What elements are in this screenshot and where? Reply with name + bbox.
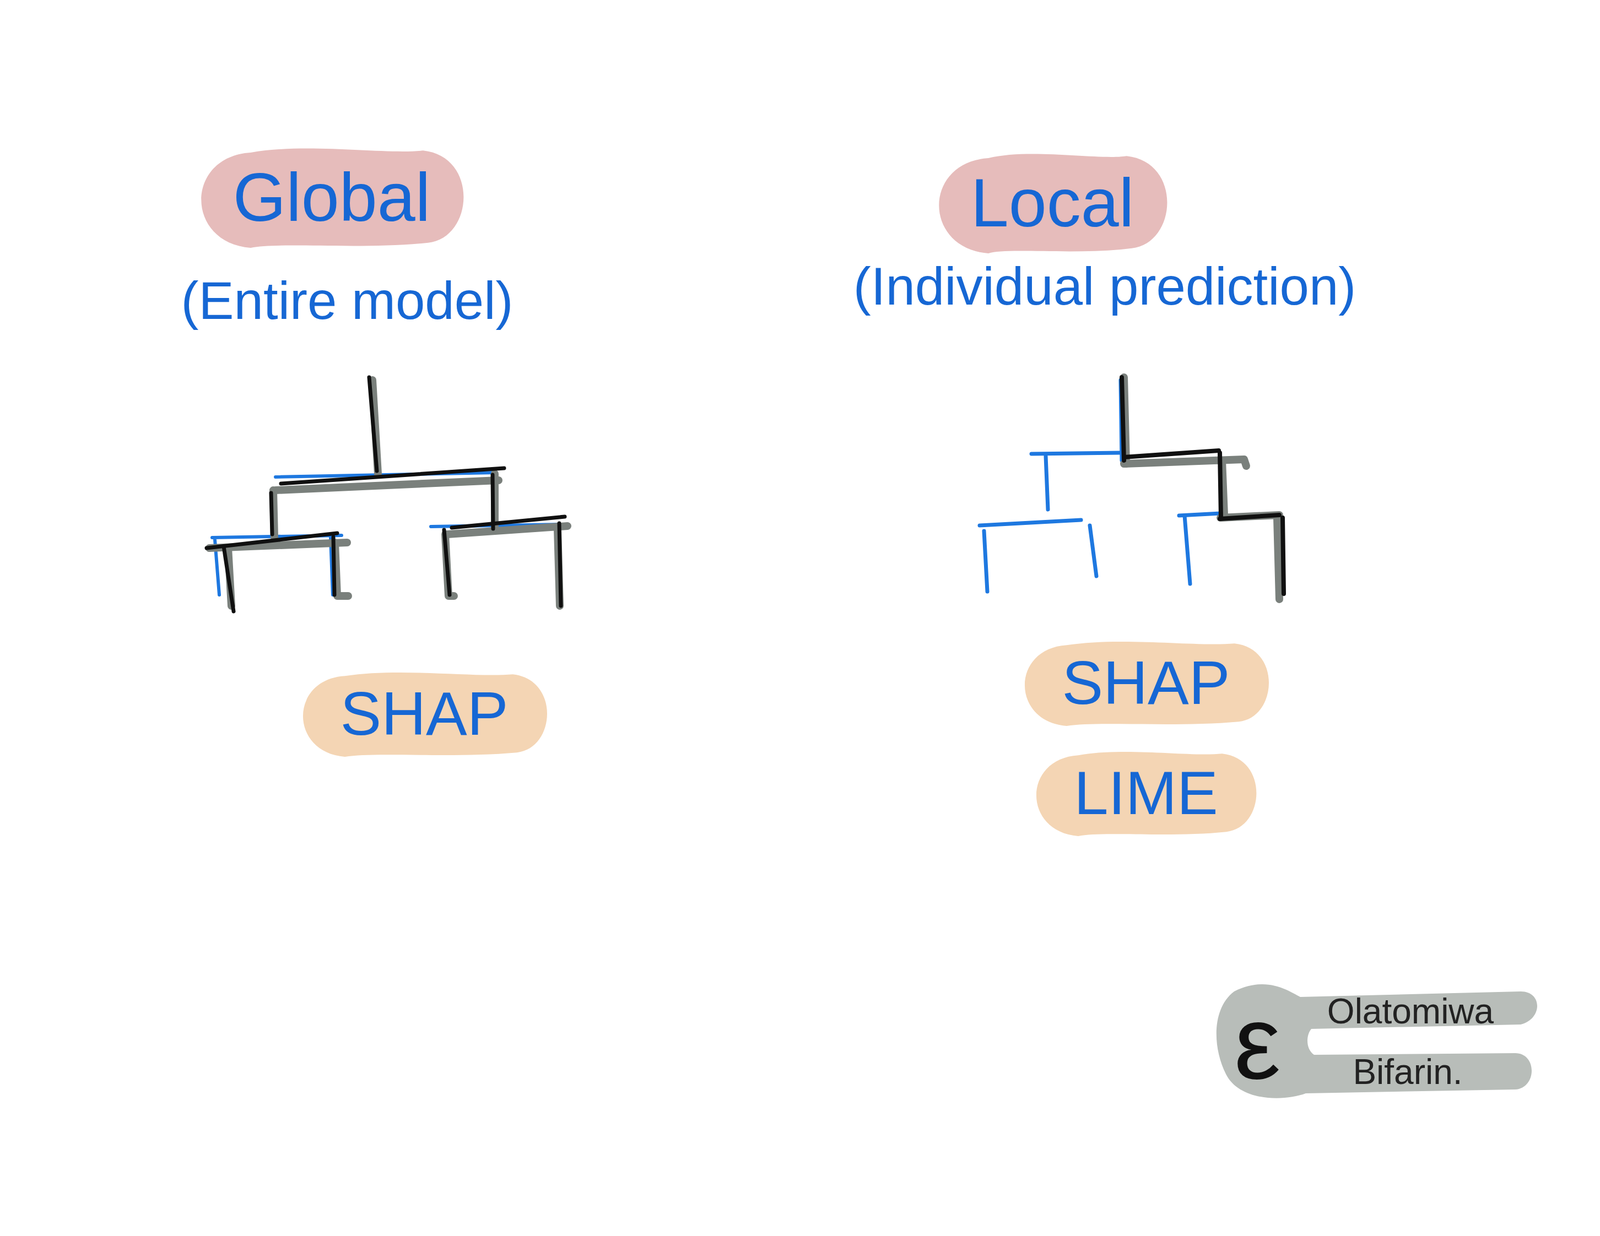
highlight-blob: LIME — [1035, 750, 1257, 837]
blob-fill — [201, 148, 464, 248]
node-text: Local — [970, 168, 1134, 237]
signature-blob — [1216, 984, 1538, 1099]
signature-text: Olatomiwa — [1327, 993, 1494, 1030]
subtitle: (Individual prediction) — [853, 260, 1356, 313]
node-text: Global — [233, 163, 431, 232]
local-tree — [979, 377, 1284, 600]
blob-fill — [1036, 752, 1257, 837]
node-text: LIME — [1073, 762, 1218, 825]
blob-fill — [1024, 641, 1269, 727]
subtitle: (Entire model) — [181, 274, 514, 328]
highlight-blob: Global — [200, 146, 464, 248]
blob-fill — [938, 154, 1167, 254]
highlight-blob: Local — [937, 152, 1167, 254]
logo-letter: ε — [1234, 990, 1281, 1095]
node-text: SHAP — [340, 683, 509, 745]
node-text: SHAP — [1062, 652, 1231, 715]
highlight-blob: SHAP — [301, 671, 548, 758]
blob-fill — [302, 672, 547, 758]
global-tree — [206, 377, 568, 612]
highlight-blob: SHAP — [1023, 640, 1269, 727]
signature-text: Bifarin. — [1352, 1054, 1463, 1090]
